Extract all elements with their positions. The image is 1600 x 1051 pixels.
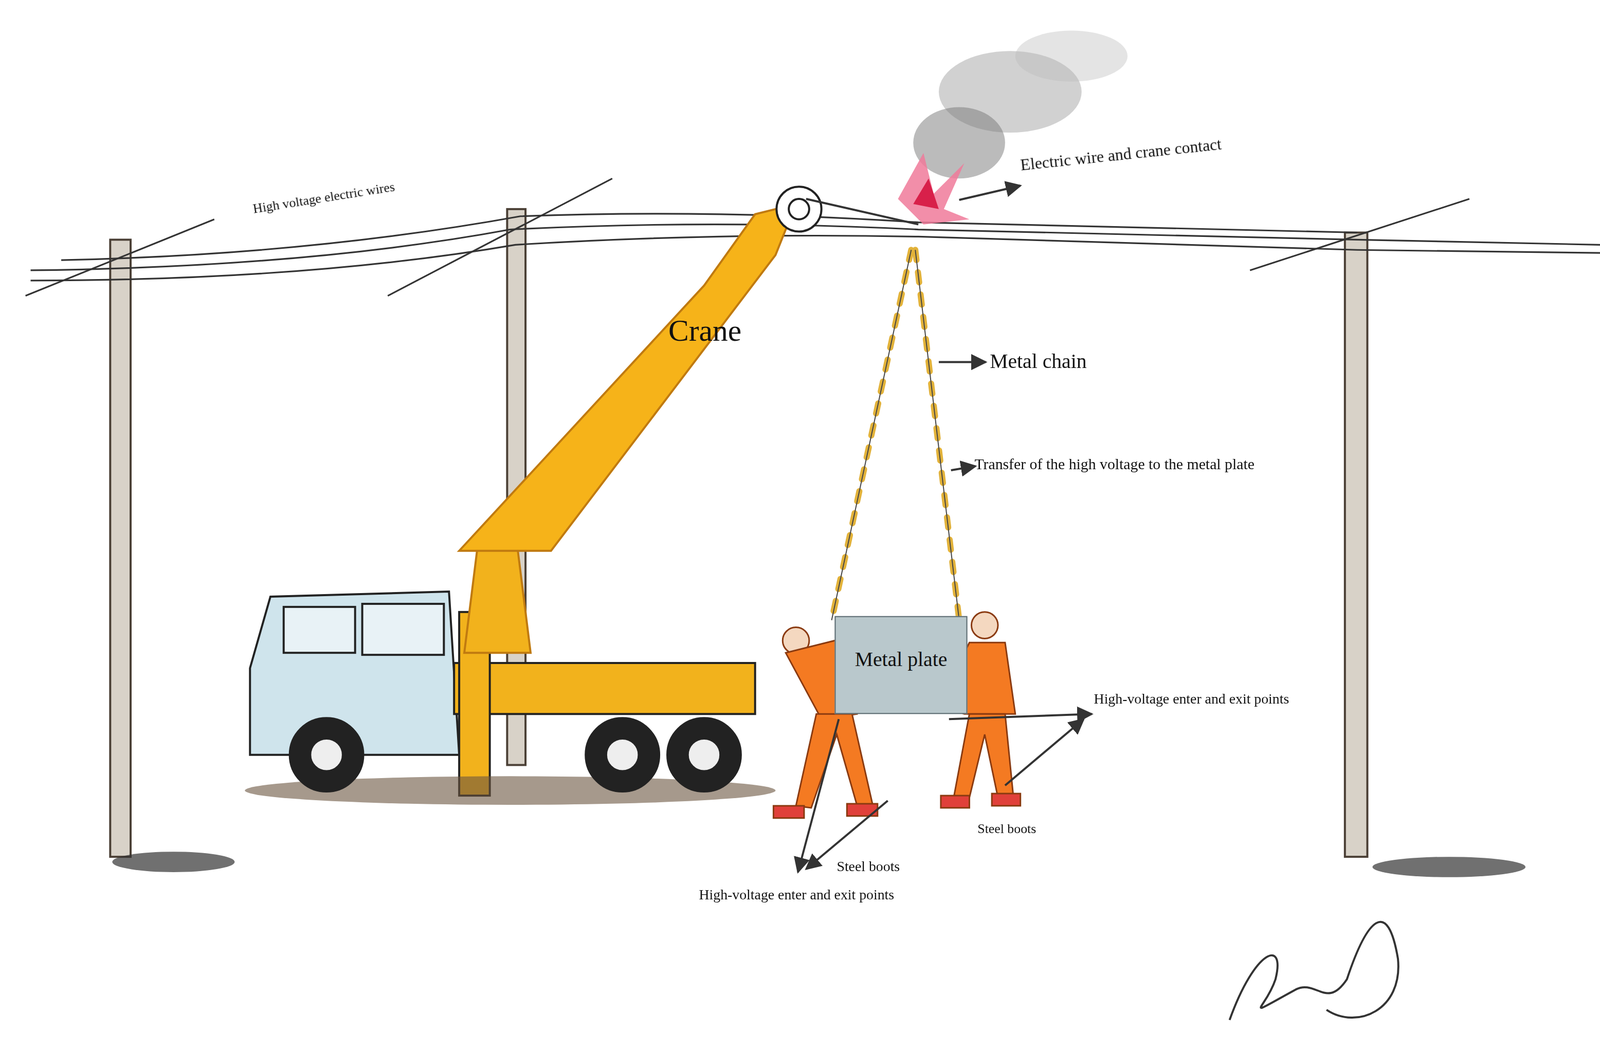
utility-poles (110, 209, 1526, 878)
text-label: High-voltage enter and exit points (699, 887, 895, 904)
text-label: Crane (668, 313, 742, 348)
signature (1229, 922, 1399, 1021)
text-label: High voltage electric wires (251, 178, 396, 218)
spark-and-smoke (898, 30, 1129, 225)
text-label: Metal chain (989, 350, 1087, 374)
metal-chain (831, 249, 960, 621)
text-label: High-voltage enter and exit points (1094, 691, 1290, 708)
crane-boom (459, 186, 919, 653)
text-label: Transfer of the high voltage to the meta… (974, 456, 1255, 474)
text-label: Metal plate (835, 647, 967, 672)
text-label: Steel boots (977, 821, 1036, 839)
leader-arrows (797, 185, 1093, 873)
metal-plate: Metal plate (834, 616, 968, 715)
high-voltage-wires (25, 178, 1600, 296)
text-label: Steel boots (836, 858, 900, 876)
text-label: Electric wire and crane contact (1019, 135, 1223, 175)
chain-cable (831, 249, 960, 621)
